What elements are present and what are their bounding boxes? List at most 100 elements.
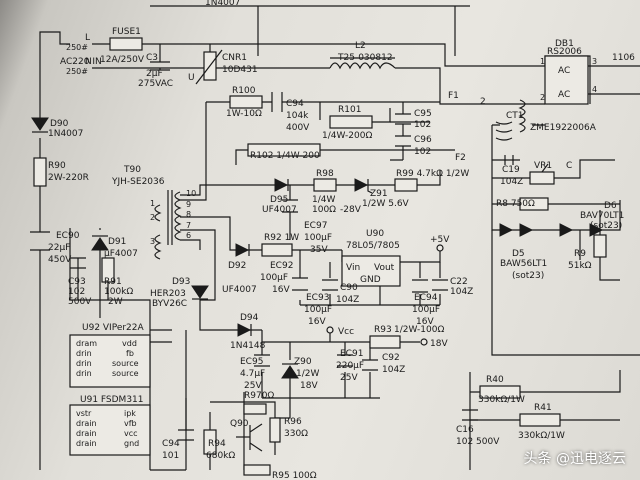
- u92-pin1: dram: [76, 339, 97, 348]
- ec91-value: 220µF: [336, 361, 364, 371]
- d95-ref: D95: [270, 195, 288, 205]
- t90-pin3: 3: [150, 237, 155, 246]
- top-cut-label: 1N4007: [205, 0, 240, 8]
- d91-ref: D91: [108, 237, 126, 247]
- c3-value: 2µF: [146, 69, 163, 79]
- u90-ref: U90: [366, 229, 384, 239]
- u90-symbol: [341, 255, 401, 287]
- t90-pin1: 1: [150, 199, 155, 208]
- z91-value: 1/2W 5.6V: [362, 199, 410, 209]
- r40-value: 330kΩ/1W: [478, 395, 525, 405]
- r41-symbol: [519, 413, 561, 427]
- d91-value: µF4007: [104, 249, 138, 259]
- z90-ref: Z90: [294, 357, 312, 367]
- r92-label: R92 1W: [264, 233, 299, 243]
- r40-symbol: [479, 385, 521, 399]
- c96-value: 102: [414, 147, 431, 157]
- c94-symbol: [271, 92, 283, 112]
- u92-symbol: [69, 334, 151, 388]
- ct1-pin2: 2: [480, 97, 486, 107]
- cnr1-ref: CNR1: [222, 53, 247, 63]
- vr1-label: VR1: [534, 161, 552, 171]
- c16-symbol: [462, 409, 478, 421]
- vcc-label: Vcc: [338, 327, 354, 337]
- ec93-ref: EC93: [306, 293, 329, 303]
- t90-pin10: 10: [186, 189, 196, 198]
- r94-ref: R94: [208, 439, 226, 449]
- r9-value: 51kΩ: [568, 261, 592, 271]
- r94-value: 680kΩ: [206, 451, 235, 461]
- r96-ref: R96: [284, 417, 302, 427]
- fuse-ref: FUSE1: [112, 27, 141, 37]
- u91-ref: U91 FSDM311: [80, 395, 144, 405]
- u91-pin1: vstr: [76, 409, 92, 418]
- u91-pin3: drain: [76, 429, 97, 438]
- d94-value: 1N4148: [230, 341, 266, 351]
- z90-rating: 18V: [300, 381, 318, 391]
- d92-ref: D92: [228, 261, 246, 271]
- q90-label: Q90: [230, 419, 249, 429]
- c3-rating: 275VAC: [138, 79, 173, 89]
- u92-pin2: drin: [76, 349, 92, 358]
- d92-symbol: [235, 243, 250, 257]
- u92-pin7: source: [112, 359, 139, 368]
- c92-ref: C92: [382, 353, 400, 363]
- db1-ac2: AC: [558, 90, 570, 100]
- u91-pin5: ipk: [124, 409, 136, 418]
- v18-terminal: [420, 338, 428, 346]
- d94-symbol: [237, 323, 252, 337]
- r98-value2: 100Ω: [312, 205, 336, 215]
- c93-rating: 500V: [68, 297, 92, 307]
- ec95-ref: EC95: [240, 357, 263, 367]
- u90-vout: Vout: [374, 263, 395, 273]
- c22-ref: C22: [450, 277, 468, 287]
- d6-symbol: [559, 223, 604, 237]
- u92-pin5: vdd: [122, 339, 137, 348]
- cnr1-value: 10D431: [222, 65, 258, 75]
- c95-ref: C95: [414, 109, 432, 119]
- ec95-rating: 25V: [244, 381, 262, 391]
- vcc-terminal: [326, 326, 334, 334]
- r91-symbol: [101, 257, 115, 283]
- ec91-ref: EC91: [340, 349, 363, 359]
- d90-ref: D90: [50, 119, 69, 129]
- c16-value: 102 500V: [456, 437, 500, 447]
- cnr1-u: U: [188, 73, 195, 83]
- d5-ref: D5: [512, 249, 525, 259]
- db1-ref: DB1: [555, 39, 574, 49]
- vr1-symbol: [529, 171, 555, 185]
- c90-value: 104Z: [336, 295, 359, 305]
- z90-symbol: [281, 365, 299, 379]
- d95-symbol: [274, 178, 289, 192]
- r8-label: R8 750Ω: [496, 199, 535, 209]
- ec94-ref: EC94: [414, 293, 438, 303]
- u91-pin8: gnd: [124, 439, 139, 448]
- c3-symbol: [150, 61, 170, 71]
- c19-ref: C19: [502, 165, 520, 175]
- r99-label: R99 4.7kΩ 1/2W: [396, 169, 469, 179]
- r101-value: 1/4W-200Ω: [322, 131, 372, 141]
- r41-ref: R41: [534, 403, 552, 413]
- t90-pin9: 9: [186, 200, 191, 209]
- c95-value: 102: [414, 120, 431, 130]
- ec90-symbol: [30, 231, 50, 251]
- fuse-symbol: [109, 37, 143, 51]
- r95-label: R95 100Ω: [272, 471, 317, 480]
- c94b-symbol: [178, 429, 194, 441]
- t90-pin6: 6: [186, 231, 191, 240]
- plus5-label: +5V: [430, 235, 450, 245]
- d93-symbol: [191, 285, 209, 299]
- z90-value: 1/2W: [296, 369, 319, 379]
- d5-pkg: (sot23): [512, 271, 544, 281]
- u92-pin4: drin: [76, 369, 92, 378]
- watermark: 头条 @迅电逐云: [523, 451, 626, 467]
- z91-symbol: [354, 178, 369, 192]
- ec97-ref: EC97: [304, 221, 327, 231]
- r90-symbol: [33, 157, 47, 187]
- u92-pin3: drin: [76, 359, 92, 368]
- db1-ac1: AC: [558, 66, 570, 76]
- d90-symbol: [31, 117, 49, 131]
- c22-symbol: [432, 279, 448, 291]
- u91-pin7: vcc: [124, 429, 138, 438]
